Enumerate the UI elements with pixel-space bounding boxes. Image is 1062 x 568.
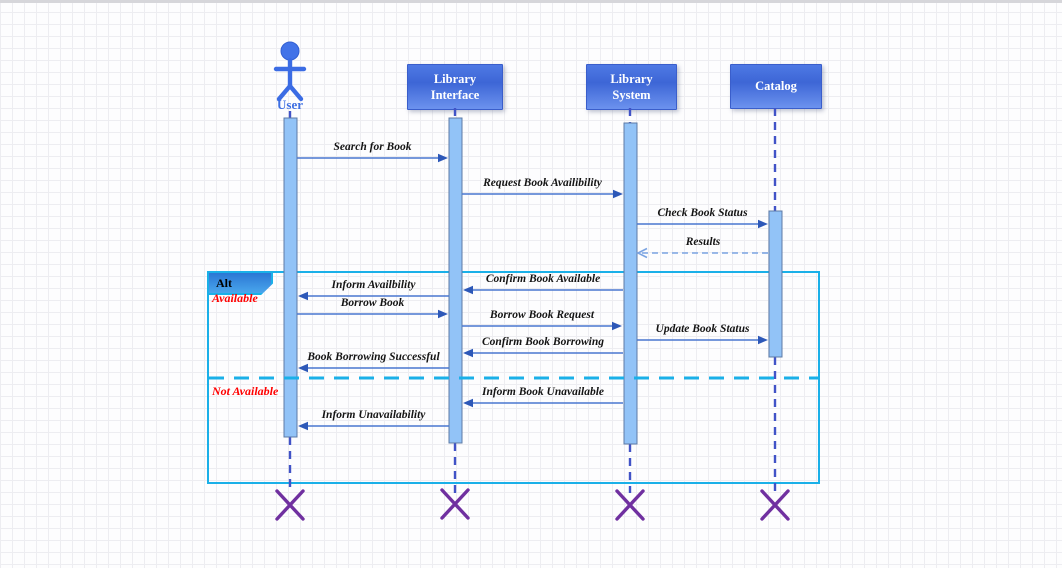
destroy-x-icon[interactable] (275, 489, 305, 521)
message-label[interactable]: Borrow Book (340, 297, 405, 309)
message-label[interactable]: Inform Unavailability (321, 409, 426, 421)
participant-label-library-interface: Library Interface (430, 71, 480, 102)
participant-label-catalog: Catalog (755, 79, 797, 94)
alt-frame-label: Alt (216, 275, 232, 290)
actor-leg-right (287, 83, 304, 102)
message-label[interactable]: Borrow Book Request (489, 309, 595, 321)
message-arrowhead-open-icon (636, 247, 648, 259)
activation-bar[interactable] (448, 117, 463, 444)
activation-bar[interactable] (283, 117, 298, 438)
destroy-x-icon[interactable] (760, 489, 790, 521)
participant-label-user[interactable]: User (277, 97, 303, 112)
message-arrowhead-icon (463, 398, 473, 408)
user-actor-icon[interactable] (268, 36, 312, 102)
message-arrowhead-icon (758, 335, 768, 345)
participant-box-library-interface[interactable]: Library Interface (407, 64, 503, 110)
message-arrowhead-icon (298, 421, 308, 431)
message-label[interactable]: Confirm Book Available (485, 273, 601, 285)
alt-section-label-available[interactable]: Available (212, 291, 258, 305)
message-label[interactable]: Request Book Availibility (483, 177, 602, 189)
message-arrowhead-icon (298, 291, 308, 301)
message-arrowhead-icon (463, 285, 473, 295)
message-arrowhead-icon (463, 348, 473, 358)
message-label[interactable]: Update Book Status (655, 323, 750, 335)
activation-bar[interactable] (623, 122, 638, 445)
message-label[interactable]: Inform Availbility (331, 279, 416, 291)
activation-bar[interactable] (768, 210, 783, 358)
message-label[interactable]: Book Borrowing Successful (307, 351, 440, 363)
message-arrowhead-icon (612, 321, 622, 331)
alt-section-label-not-available[interactable]: Not Available (212, 384, 279, 398)
message-label[interactable]: Results (685, 236, 721, 248)
message-label[interactable]: Check Book Status (657, 207, 748, 219)
message-label[interactable]: Inform Book Unavailable (481, 386, 605, 398)
top-border-strip (0, 0, 1062, 3)
actor-leg-left (276, 83, 293, 102)
message-arrowhead-icon (613, 189, 623, 199)
alt-frame-operator[interactable]: Alt (207, 271, 273, 295)
message-label[interactable]: Search for Book (333, 141, 412, 153)
participant-label-library-system: Library System (610, 71, 653, 102)
destroy-x-icon[interactable] (440, 488, 470, 520)
alt-frame[interactable]: Alt (207, 271, 820, 484)
message-arrowhead-icon (758, 219, 768, 229)
destroy-x-icon[interactable] (615, 489, 645, 521)
message-arrowhead-icon (438, 153, 448, 163)
message-label[interactable]: Confirm Book Borrowing (481, 336, 605, 348)
message-arrowhead-icon (438, 309, 448, 319)
participant-box-library-system[interactable]: Library System (586, 64, 677, 110)
message-arrowhead-icon (298, 363, 308, 373)
